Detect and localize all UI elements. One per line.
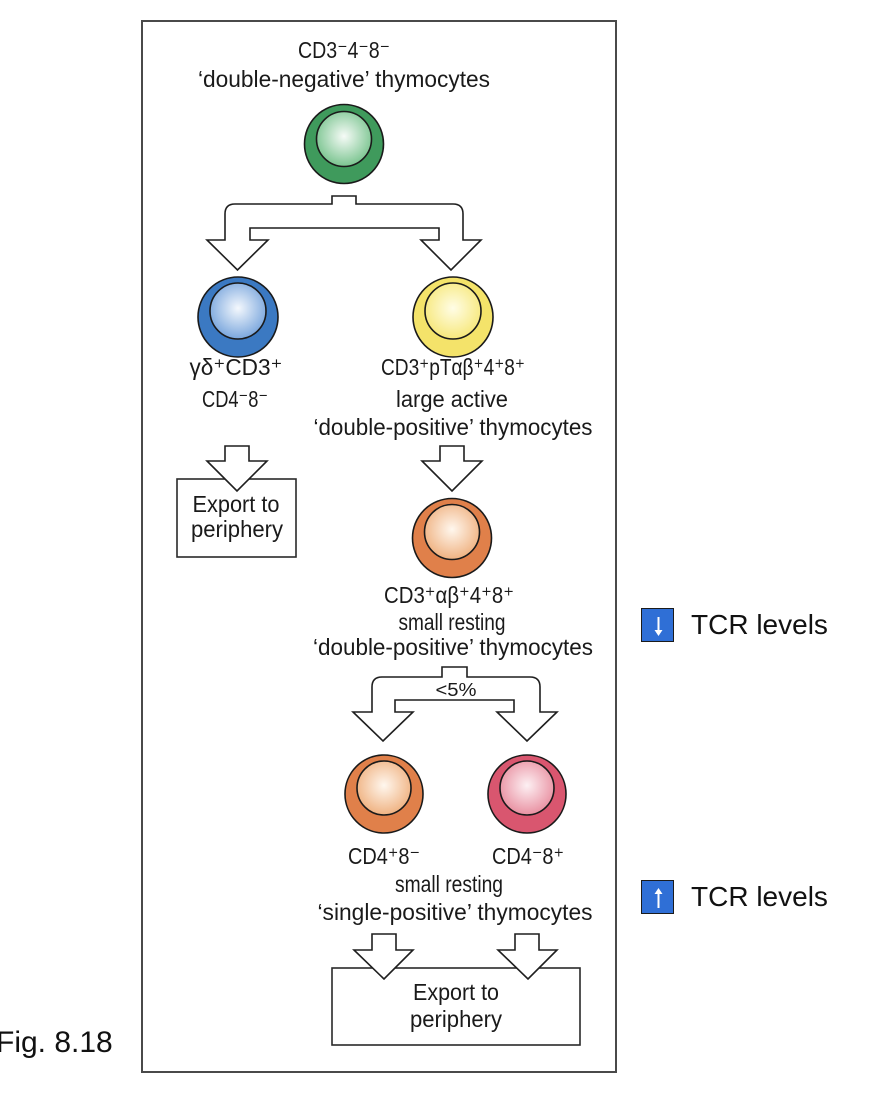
small-double-positive-cell-icon <box>411 497 493 579</box>
down-arrow-gamma-delta-export <box>205 445 269 493</box>
legend-label: TCR levels <box>691 609 828 640</box>
export-box-gamma-delta <box>176 478 297 558</box>
down-arrow-dp-maturation <box>420 445 484 493</box>
cell-nucleus <box>209 282 267 340</box>
dn-label-name: ‘double-negative’ thymocytes <box>198 66 490 92</box>
figure-label: Fig. 8.18 <box>0 1026 113 1059</box>
large-double-positive-cell-icon <box>412 276 494 358</box>
legend-tcr-increase: TCR levels <box>641 879 828 915</box>
double-negative-cell-icon <box>303 103 385 185</box>
export-left-line1: Export to <box>193 491 280 517</box>
selection-fraction-label: <5% <box>436 680 477 700</box>
sp-label-name: ‘single-positive’ thymocytes <box>318 899 593 925</box>
cell-nucleus <box>315 110 373 168</box>
cell-nucleus <box>499 760 555 816</box>
dp-large-label-size: large active <box>396 386 508 412</box>
cd4-sp-label: CD4⁺8⁻ <box>348 843 420 869</box>
export-bottom-line2: periphery <box>410 1006 502 1032</box>
dn-label-markers: CD3⁻4⁻8⁻ <box>298 37 390 63</box>
down-arrow-cd8-export <box>496 933 559 981</box>
cd8-single-positive-cell-icon <box>487 754 567 834</box>
cell-nucleus <box>423 503 481 561</box>
dp-small-label-size: small resting <box>399 609 506 635</box>
legend-label: TCR levels <box>691 881 828 912</box>
arrow-up-icon <box>641 880 674 914</box>
dp-small-label-markers: CD3⁺αβ⁺4⁺8⁺ <box>384 582 514 608</box>
fork-arrow-dn-split <box>205 195 483 272</box>
arrow-down-icon <box>641 608 674 642</box>
fork-arrow-positive-selection <box>351 666 559 743</box>
gamma-delta-label-line1: γδ⁺CD3⁺ <box>190 354 283 380</box>
cd4-single-positive-cell-icon <box>344 754 424 834</box>
export-bottom-line1: Export to <box>413 979 499 1005</box>
dp-large-label-name: ‘double-positive’ thymocytes <box>314 414 593 440</box>
cell-nucleus <box>424 282 482 340</box>
gamma-delta-cell-icon <box>197 276 279 358</box>
dp-small-label-name: ‘double-positive’ thymocytes <box>313 634 593 660</box>
dp-large-label-markers: CD3⁺pTαβ⁺4⁺8⁺ <box>381 354 525 380</box>
legend-tcr-decrease: TCR levels <box>641 607 828 643</box>
sp-label-size: small resting <box>395 871 503 897</box>
export-left-line2: periphery <box>191 516 283 542</box>
gamma-delta-label-line2: CD4⁻8⁻ <box>202 386 268 412</box>
cell-nucleus <box>356 760 412 816</box>
export-box-single-positive <box>331 967 581 1046</box>
down-arrow-cd4-export <box>352 933 415 981</box>
cd8-sp-label: CD4⁻8⁺ <box>492 843 564 869</box>
